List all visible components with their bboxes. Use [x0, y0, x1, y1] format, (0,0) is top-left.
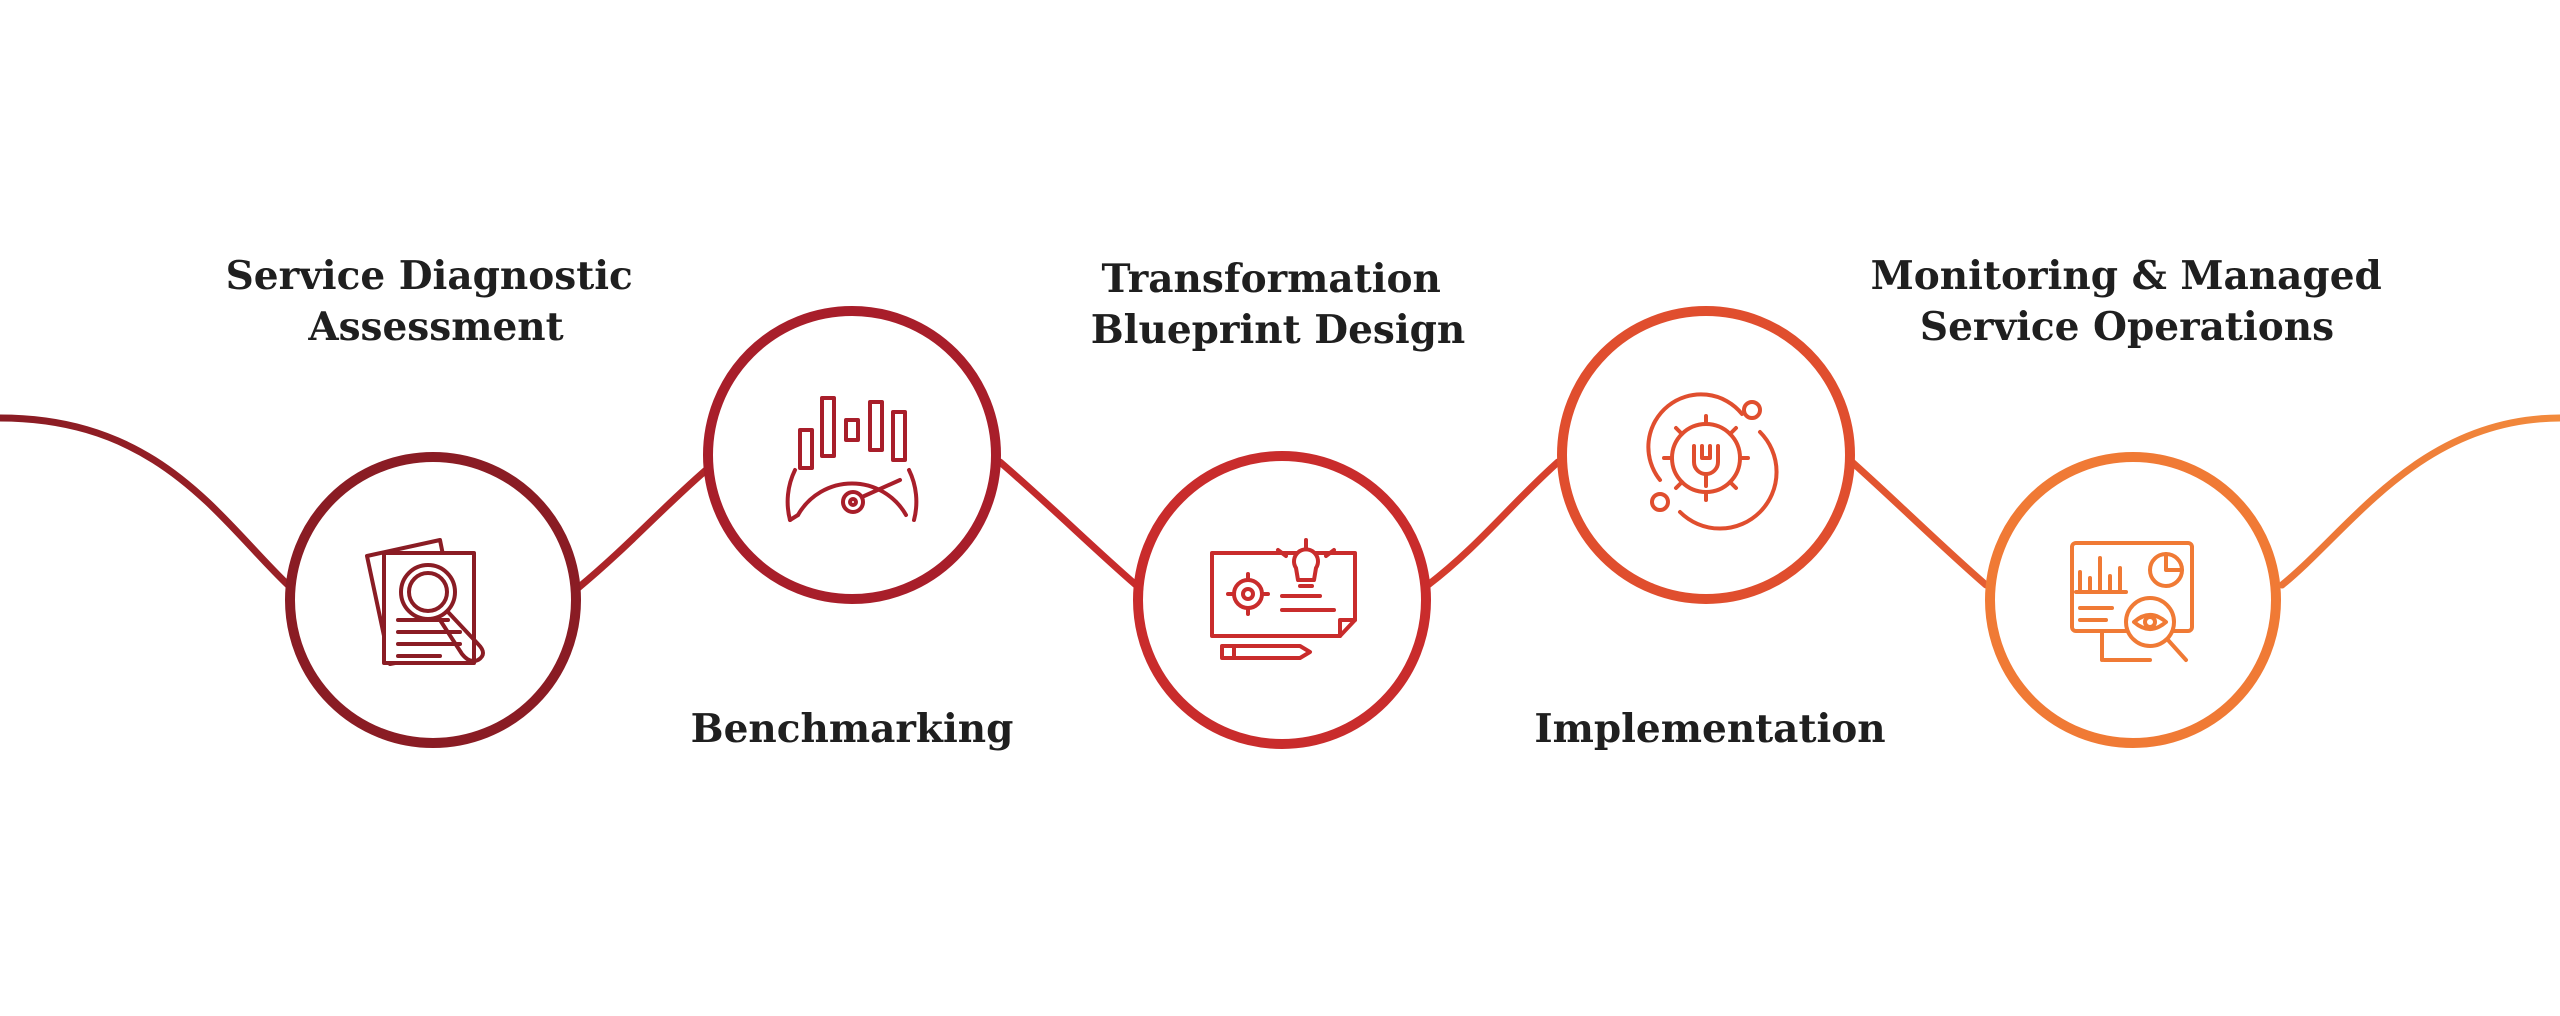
step-title-line-2: Blueprint Design [1091, 307, 1466, 353]
step-title-line-2: Assessment [307, 304, 563, 350]
speedometer-chart-icon [785, 396, 919, 522]
step-service-diagnostic: Service Diagnostic Assessment [226, 253, 647, 748]
step-circle [1133, 451, 1431, 749]
gear-wrench-icon [1646, 392, 1779, 531]
step-circle [1557, 306, 1855, 604]
svg-text:Monitoring & Managed Ser: Monitoring & Managed Service Operations [1871, 253, 2396, 350]
step-benchmarking: Benchmarking [691, 306, 1014, 752]
step-circle [703, 306, 1001, 604]
step-title-line-2: Service Operations [1920, 304, 2334, 350]
step-title-line-1: Transformation [1102, 256, 1441, 302]
svg-text:Service Diagnostic Asses: Service Diagnostic Assessment [226, 253, 647, 350]
step-circle [1985, 452, 2281, 748]
document-search-icon [365, 538, 485, 666]
monitor-analytics-icon [2070, 541, 2194, 662]
step-implementation: Implementation [1534, 306, 1886, 752]
step-title-line-1: Monitoring & Managed [1871, 253, 2382, 299]
svg-text:Benchmarking: Benchmarking [691, 706, 1014, 752]
step-title-line-1: Implementation [1534, 706, 1885, 752]
step-transformation-blueprint: Transformation Blueprint Design [1091, 256, 1466, 749]
step-monitoring: Monitoring & Managed Service Operations [1871, 253, 2396, 748]
connector-wave [0, 414, 2560, 592]
svg-text:Implementation: Implementation [1534, 706, 1885, 752]
blueprint-idea-icon [1210, 538, 1357, 660]
step-title-line-1: Service Diagnostic [226, 253, 633, 299]
svg-text:Transformation Blueprint: Transformation Blueprint Design [1091, 256, 1466, 353]
step-title-line-1: Benchmarking [691, 706, 1014, 752]
